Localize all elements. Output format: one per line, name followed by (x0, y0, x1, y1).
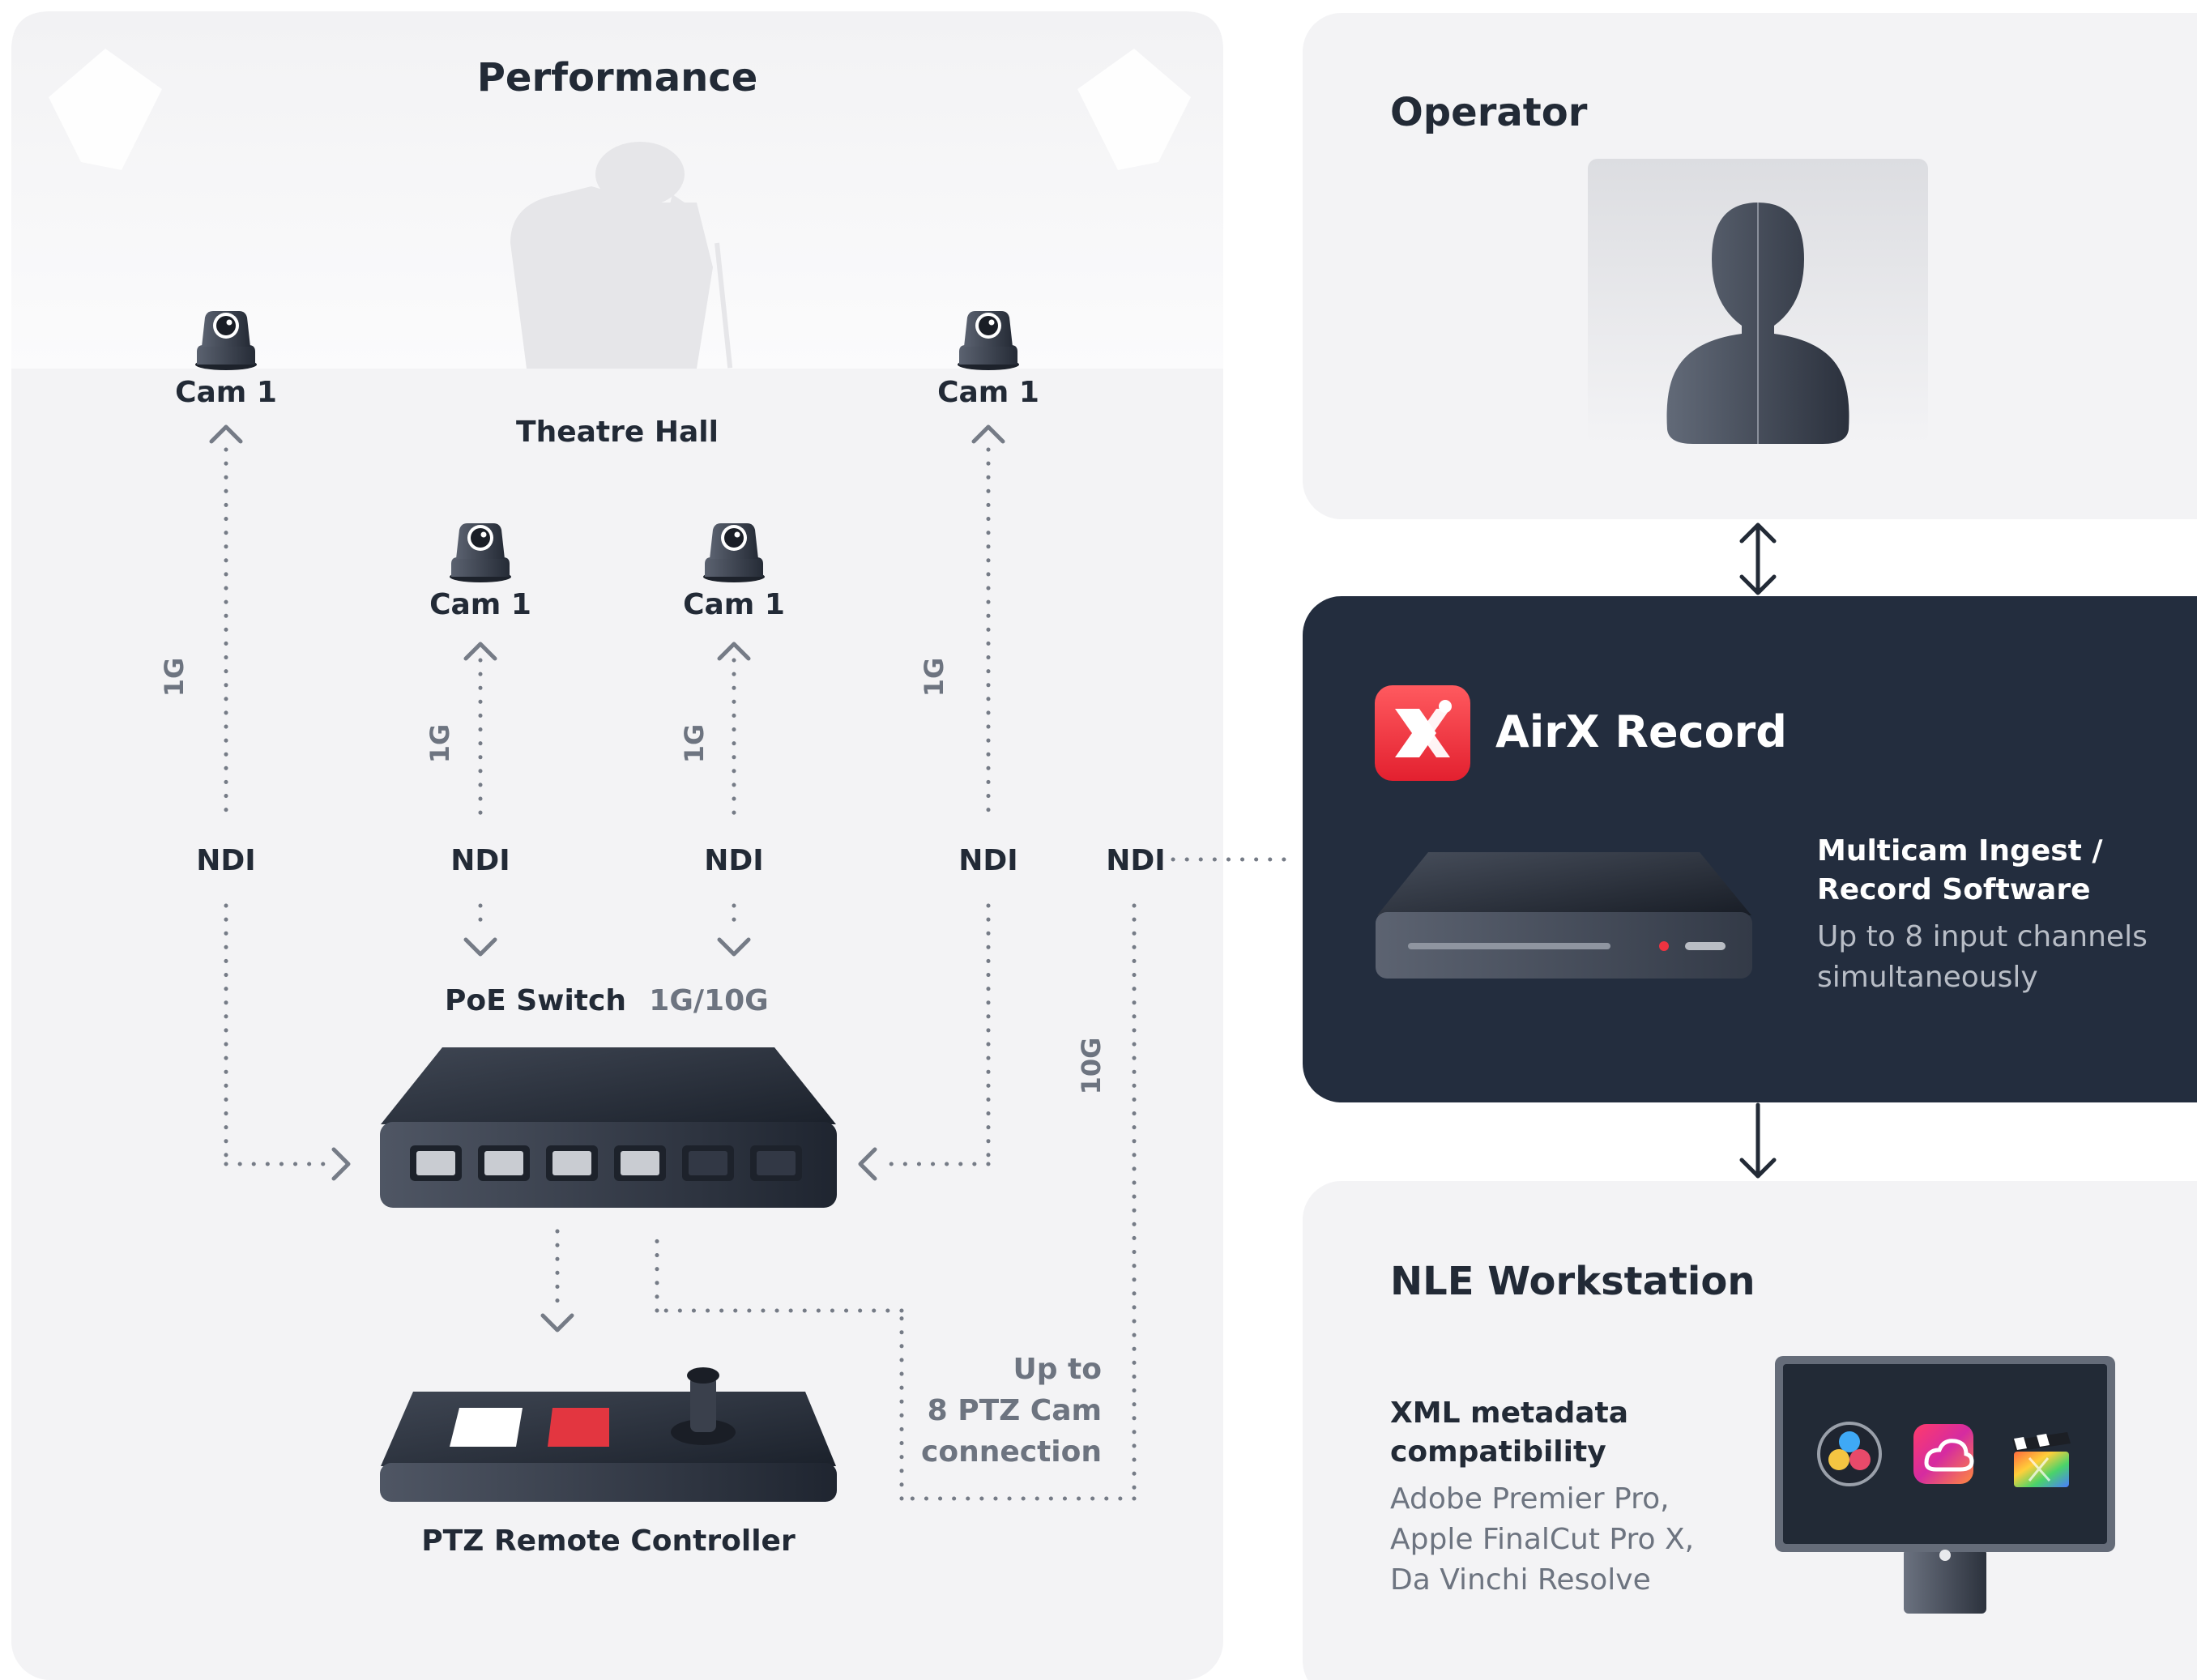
ndi-label: NDI (704, 844, 763, 877)
recorder-feature-title: Record Software (1817, 873, 2091, 906)
ptz-controller-icon (380, 1367, 837, 1502)
monitor-icon (1775, 1356, 2115, 1614)
controller-note-line: Up to (1013, 1353, 1102, 1386)
camera-label: Cam 1 (175, 376, 277, 409)
uplink-speed-label: 10G (1076, 1038, 1107, 1095)
recorder-feature-desc: Up to 8 input channels (1817, 920, 2148, 953)
network-links (224, 447, 1295, 1501)
camera-label: Cam 1 (937, 376, 1039, 409)
operator-recorder-arrow (1739, 522, 1777, 595)
performance-title: Performance (477, 55, 758, 100)
performer-silhouette-icon (510, 142, 733, 369)
arrow-right-icon (331, 1147, 351, 1181)
workstation-feature-desc: Da Vinchi Resolve (1390, 1563, 1651, 1597)
camera-label: Cam 1 (683, 588, 785, 621)
recorder-feature-title: Multicam Ingest / (1817, 834, 2103, 868)
workstation-feature-desc: Adobe Premier Pro, (1390, 1482, 1670, 1516)
switch-label: PoE Switch (445, 984, 626, 1017)
link-speed-label: 1G (424, 724, 455, 764)
operator-avatar-icon (1666, 203, 1849, 444)
performance-panel-bg (11, 11, 1223, 1680)
workstation-feature-desc: Apple FinalCut Pro X, (1390, 1523, 1694, 1556)
operator-panel: Operator (1303, 13, 2197, 519)
arrow-up-icon (971, 424, 1005, 444)
final-cut-pro-icon (2012, 1432, 2071, 1487)
arrow-down-icon (717, 937, 751, 957)
ndi-label: NDI (958, 844, 1017, 877)
recorder-panel: AirX Record Multicam Ingest / Record Sof… (1303, 596, 2197, 1102)
performance-panel: Performance Theatre Hall Cam 1 Cam 1 Cam… (11, 11, 1295, 1680)
ndi-label: NDI (196, 844, 255, 877)
arrow-up-icon (717, 642, 751, 661)
recorder-feature-desc: simultaneously (1817, 961, 2038, 994)
ndi-uplink-label: NDI (1106, 844, 1165, 877)
controller-label: PTZ Remote Controller (421, 1524, 796, 1558)
recorder-app-name: AirX Record (1495, 706, 1787, 757)
operator-title: Operator (1390, 90, 1588, 135)
workstation-panel: NLE Workstation XML metadata compatibili… (1303, 1181, 2197, 1680)
spotlight-left (49, 49, 162, 170)
workstation-title: NLE Workstation (1390, 1259, 1755, 1304)
workstation-feature-title: compatibility (1390, 1435, 1606, 1469)
theatre-hall-label: Theatre Hall (516, 416, 719, 449)
poe-switch-icon (380, 1047, 837, 1208)
ndi-label: NDI (450, 844, 510, 877)
davinci-resolve-icon (1817, 1422, 1882, 1486)
link-speed-label: 1G (159, 658, 190, 697)
camera-label: Cam 1 (429, 588, 531, 621)
arrow-down-icon (463, 937, 497, 957)
switch-speed-label: 1G/10G (649, 984, 768, 1017)
workstation-feature-title: XML metadata (1390, 1396, 1628, 1430)
spotlight-right (1077, 49, 1191, 170)
recorder-workstation-arrow (1739, 1102, 1777, 1179)
arrowheads (209, 424, 1005, 1332)
arrow-down-icon (540, 1313, 574, 1332)
link-speed-label: 1G (919, 658, 949, 697)
controller-note-line: 8 PTZ Cam (928, 1394, 1102, 1427)
arrow-left-icon (858, 1147, 877, 1181)
adobe-creative-cloud-icon (1913, 1424, 1974, 1484)
link-speed-label: 1G (679, 724, 710, 764)
controller-note-line: connection (921, 1435, 1102, 1469)
recorder-device-icon (1376, 852, 1752, 979)
airx-app-icon (1375, 685, 1470, 781)
arrow-up-icon (463, 642, 497, 661)
arrow-up-icon (209, 424, 243, 444)
